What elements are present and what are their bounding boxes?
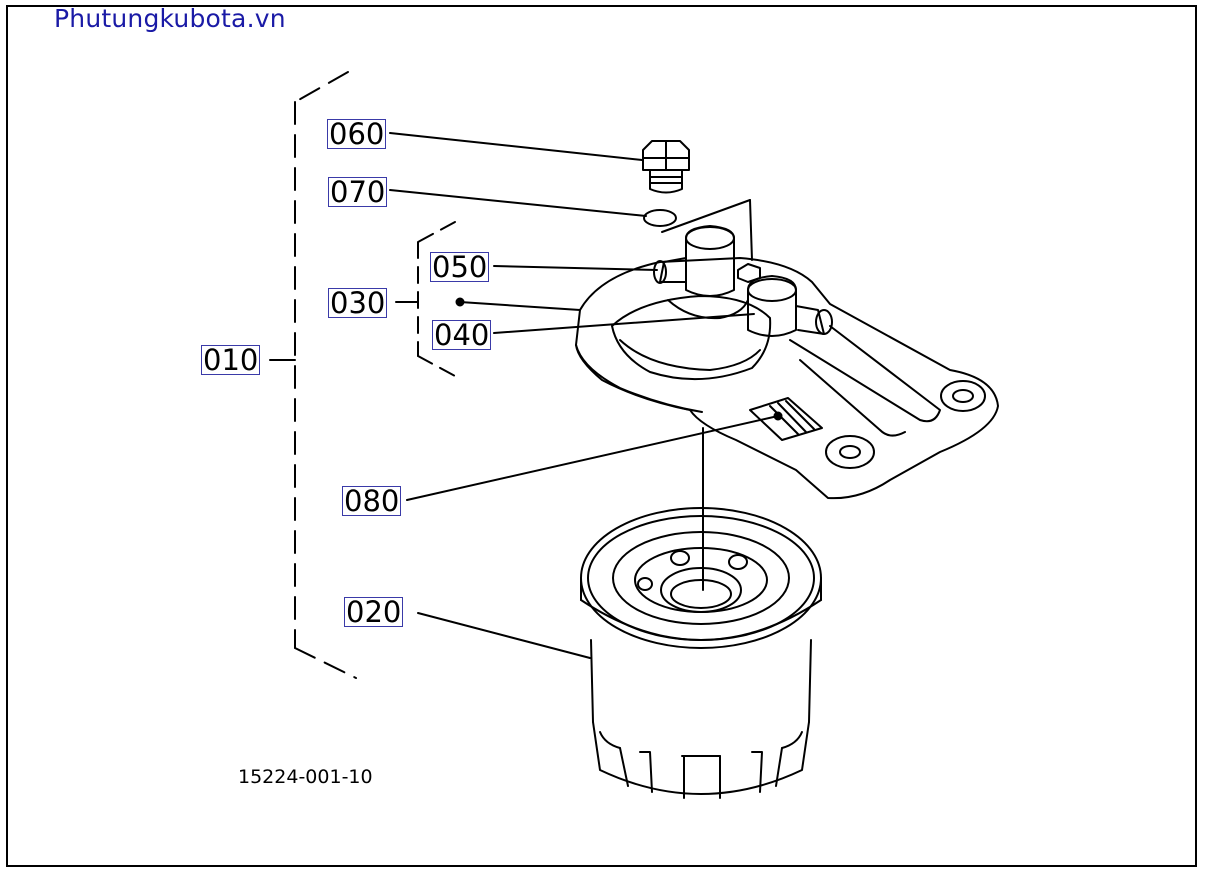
diagram-frame (6, 5, 1197, 867)
watermark-logo-text: Phutungkubota.vn (54, 4, 286, 33)
callout-050[interactable]: 050 (430, 250, 490, 284)
washer-070-drawing (643, 209, 677, 227)
oil-filter-020-drawing (580, 507, 822, 799)
leader-050 (493, 265, 658, 271)
callout-070[interactable]: 070 (328, 175, 388, 209)
bolt-060-drawing (642, 140, 690, 194)
leader-030-point (459, 301, 581, 311)
figure-code: 15224-001-10 (238, 766, 373, 788)
leader-060 (389, 132, 643, 161)
filter-head-030-drawing (575, 225, 999, 500)
assembly-bracket-030 (417, 221, 456, 377)
callout-020[interactable]: 020 (344, 595, 404, 629)
callout-040[interactable]: 040 (432, 318, 492, 352)
callout-060[interactable]: 060 (327, 117, 387, 151)
assembly-bracket-010 (294, 71, 357, 679)
callout-030[interactable]: 030 (328, 286, 388, 320)
leader-080 (406, 415, 779, 501)
leader-020 (417, 612, 591, 659)
callout-010[interactable]: 010 (201, 343, 261, 377)
leader-070 (389, 189, 647, 217)
callout-080[interactable]: 080 (342, 484, 402, 518)
